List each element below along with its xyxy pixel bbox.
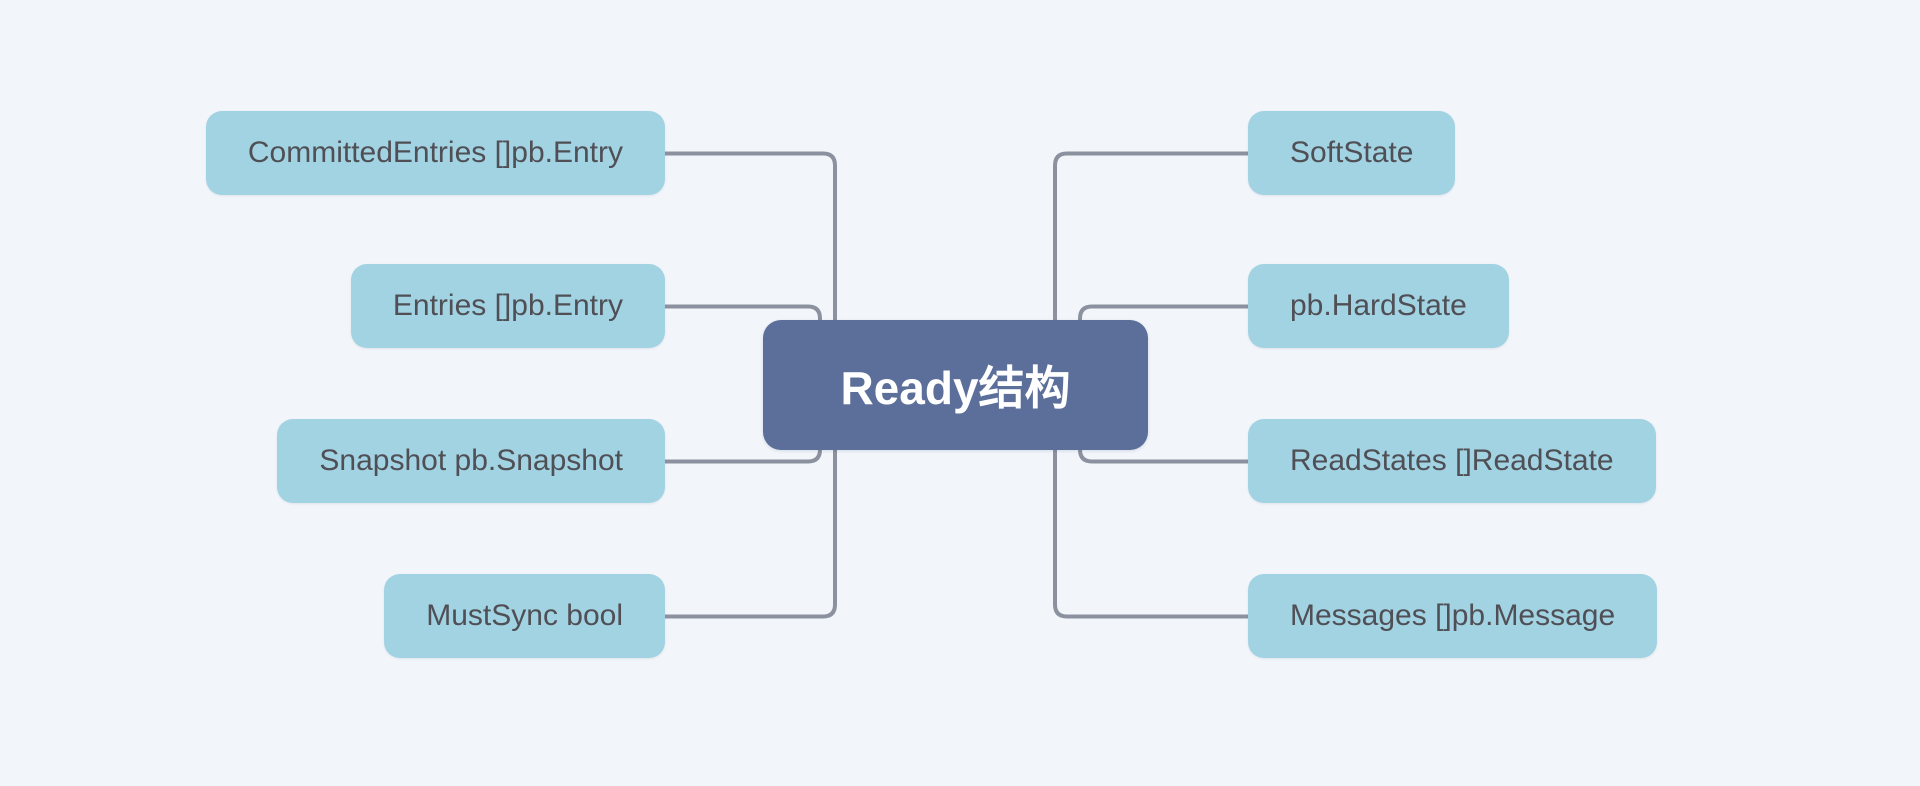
node-label: pb.HardState [1290, 289, 1467, 322]
node-label: MustSync bool [426, 599, 623, 632]
node-label: CommittedEntries []pb.Entry [247, 136, 623, 169]
center-node-ready[interactable]: Ready结构 [763, 320, 1148, 450]
connector-readstates [1078, 448, 1248, 464]
node-label: Entries []pb.Entry [392, 289, 623, 322]
node-label: SoftState [1290, 136, 1414, 169]
node-mustsync[interactable]: MustSync bool [384, 574, 665, 658]
node-label: Snapshot pb.Snapshot [319, 444, 623, 477]
connector-hardstate [1078, 304, 1248, 322]
node-messages[interactable]: Messages []pb.Message [1248, 574, 1658, 658]
connector-softstate [1053, 151, 1248, 321]
connector-entries [665, 304, 822, 322]
connector-messages [1053, 449, 1248, 619]
node-readstates[interactable]: ReadStates []ReadState [1248, 419, 1656, 503]
node-hardstate[interactable]: pb.HardState [1248, 264, 1509, 348]
node-softstate[interactable]: SoftState [1248, 111, 1456, 195]
connector-mustsync [665, 449, 837, 619]
node-label: ReadStates []ReadState [1290, 444, 1614, 477]
connector-committed-entries [665, 151, 837, 321]
node-committed-entries[interactable]: CommittedEntries []pb.Entry [205, 111, 665, 195]
connector-snapshot [665, 448, 822, 464]
node-snapshot[interactable]: Snapshot pb.Snapshot [277, 419, 665, 503]
center-node-label: Ready结构 [840, 362, 1071, 414]
node-entries[interactable]: Entries []pb.Entry [350, 264, 665, 348]
node-label: Messages []pb.Message [1290, 599, 1616, 632]
